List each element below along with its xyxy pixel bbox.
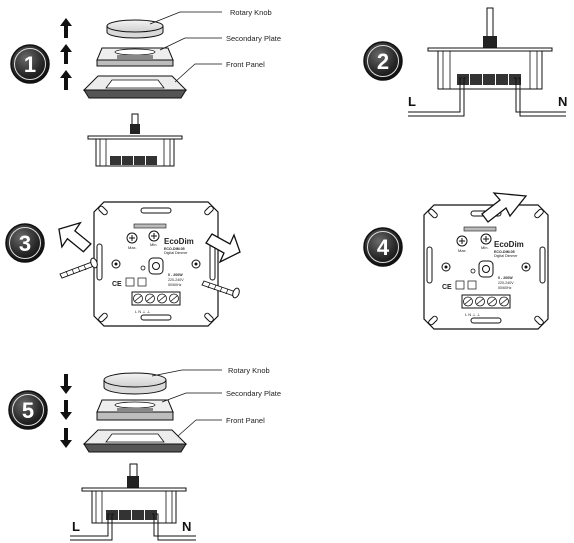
terminal-block: [461, 294, 511, 309]
front-panel: [82, 75, 188, 99]
left-screw: [59, 257, 98, 279]
secondary-plate: [96, 47, 174, 67]
front-panel: [82, 429, 188, 453]
step-badge: 4: [363, 227, 403, 267]
step-3-group: 3: [5, 201, 241, 327]
brand: EcoDim: [494, 240, 524, 249]
step-badge: 5: [8, 390, 48, 430]
label-neutral: N: [558, 94, 567, 109]
step-badge: 1: [10, 44, 50, 84]
dimmer-side-view: [87, 113, 183, 167]
dimmer-front-view: Max. Min. EcoDim ECO-DIM.05 Digital Dimm…: [423, 204, 549, 330]
arrow-left: [58, 221, 92, 253]
step-number: 1: [24, 52, 36, 77]
label-max: Max.: [458, 248, 467, 253]
rating-2: 220-240V: [498, 281, 514, 285]
brand: EcoDim: [164, 237, 194, 246]
label-neutral: N: [182, 519, 191, 534]
subtitle: Digital Dimmer: [494, 254, 518, 258]
step-4-group: 4 Max. Min. EcoDim: [363, 192, 549, 330]
model: ECO-DIM.05: [494, 250, 515, 254]
arrow-right: [205, 233, 241, 264]
step-number: 2: [377, 49, 389, 74]
leader-lines: [151, 369, 222, 437]
terminal-labels: L N ⊥ ⊥: [465, 312, 481, 317]
step-5-group: 5 Rotary Knob Secondary Plate: [8, 366, 281, 541]
wires: [70, 513, 196, 541]
terminal-labels: L N ⊥ ⊥: [135, 309, 151, 314]
rotary-knob: [103, 372, 167, 395]
terminal-block: [457, 74, 521, 85]
dimmer-side-view: [427, 7, 553, 90]
step-number: 4: [377, 235, 390, 260]
label-secondary-plate: Secondary Plate: [226, 389, 281, 398]
rating-1: 0 - 200W: [168, 273, 183, 277]
terminal-block: [131, 291, 181, 306]
label-front-panel: Front Panel: [226, 60, 265, 69]
right-screw: [201, 280, 240, 299]
rotary-knob: [106, 19, 164, 39]
label-front-panel: Front Panel: [226, 416, 265, 425]
secondary-plate: [96, 399, 174, 421]
label-min: Min.: [481, 245, 489, 250]
step-2-group: 2 L N: [363, 7, 567, 117]
step-badge: 3: [5, 223, 45, 263]
rating-3: 50/60Hz: [498, 286, 512, 290]
model: ECO-DIM.05: [164, 247, 185, 251]
dimmer-side-view: [81, 463, 187, 524]
down-arrows: [60, 374, 72, 448]
step-badge: 2: [363, 41, 403, 81]
rating-2: 220-240V: [168, 278, 184, 282]
subtitle: Digital Dimmer: [164, 251, 188, 255]
up-arrows: [60, 18, 72, 90]
terminal-block: [110, 156, 157, 165]
label-min: Min.: [150, 242, 158, 247]
label-live: L: [72, 519, 80, 534]
label-rotary-knob: Rotary Knob: [228, 366, 270, 375]
arrow-adjust: [481, 192, 528, 223]
dimmer-front-view: Max. Min. EcoDim ECO-DIM.05 Digital Dimm…: [93, 201, 219, 327]
label-max: Max.: [128, 245, 137, 250]
label-secondary-plate: Secondary Plate: [226, 34, 281, 43]
step-1-group: 1 Rotary Kn: [10, 8, 281, 167]
rating-3: 50/60Hz: [168, 283, 182, 287]
rating-1: 0 - 200W: [498, 276, 513, 280]
step-number: 3: [19, 231, 31, 256]
step-number: 5: [22, 398, 34, 423]
leader-lines: [149, 11, 222, 83]
label-rotary-knob: Rotary Knob: [230, 8, 272, 17]
wires: [408, 77, 566, 117]
ce-mark: CE: [442, 284, 452, 291]
label-live: L: [408, 94, 416, 109]
ce-mark: CE: [112, 281, 122, 288]
